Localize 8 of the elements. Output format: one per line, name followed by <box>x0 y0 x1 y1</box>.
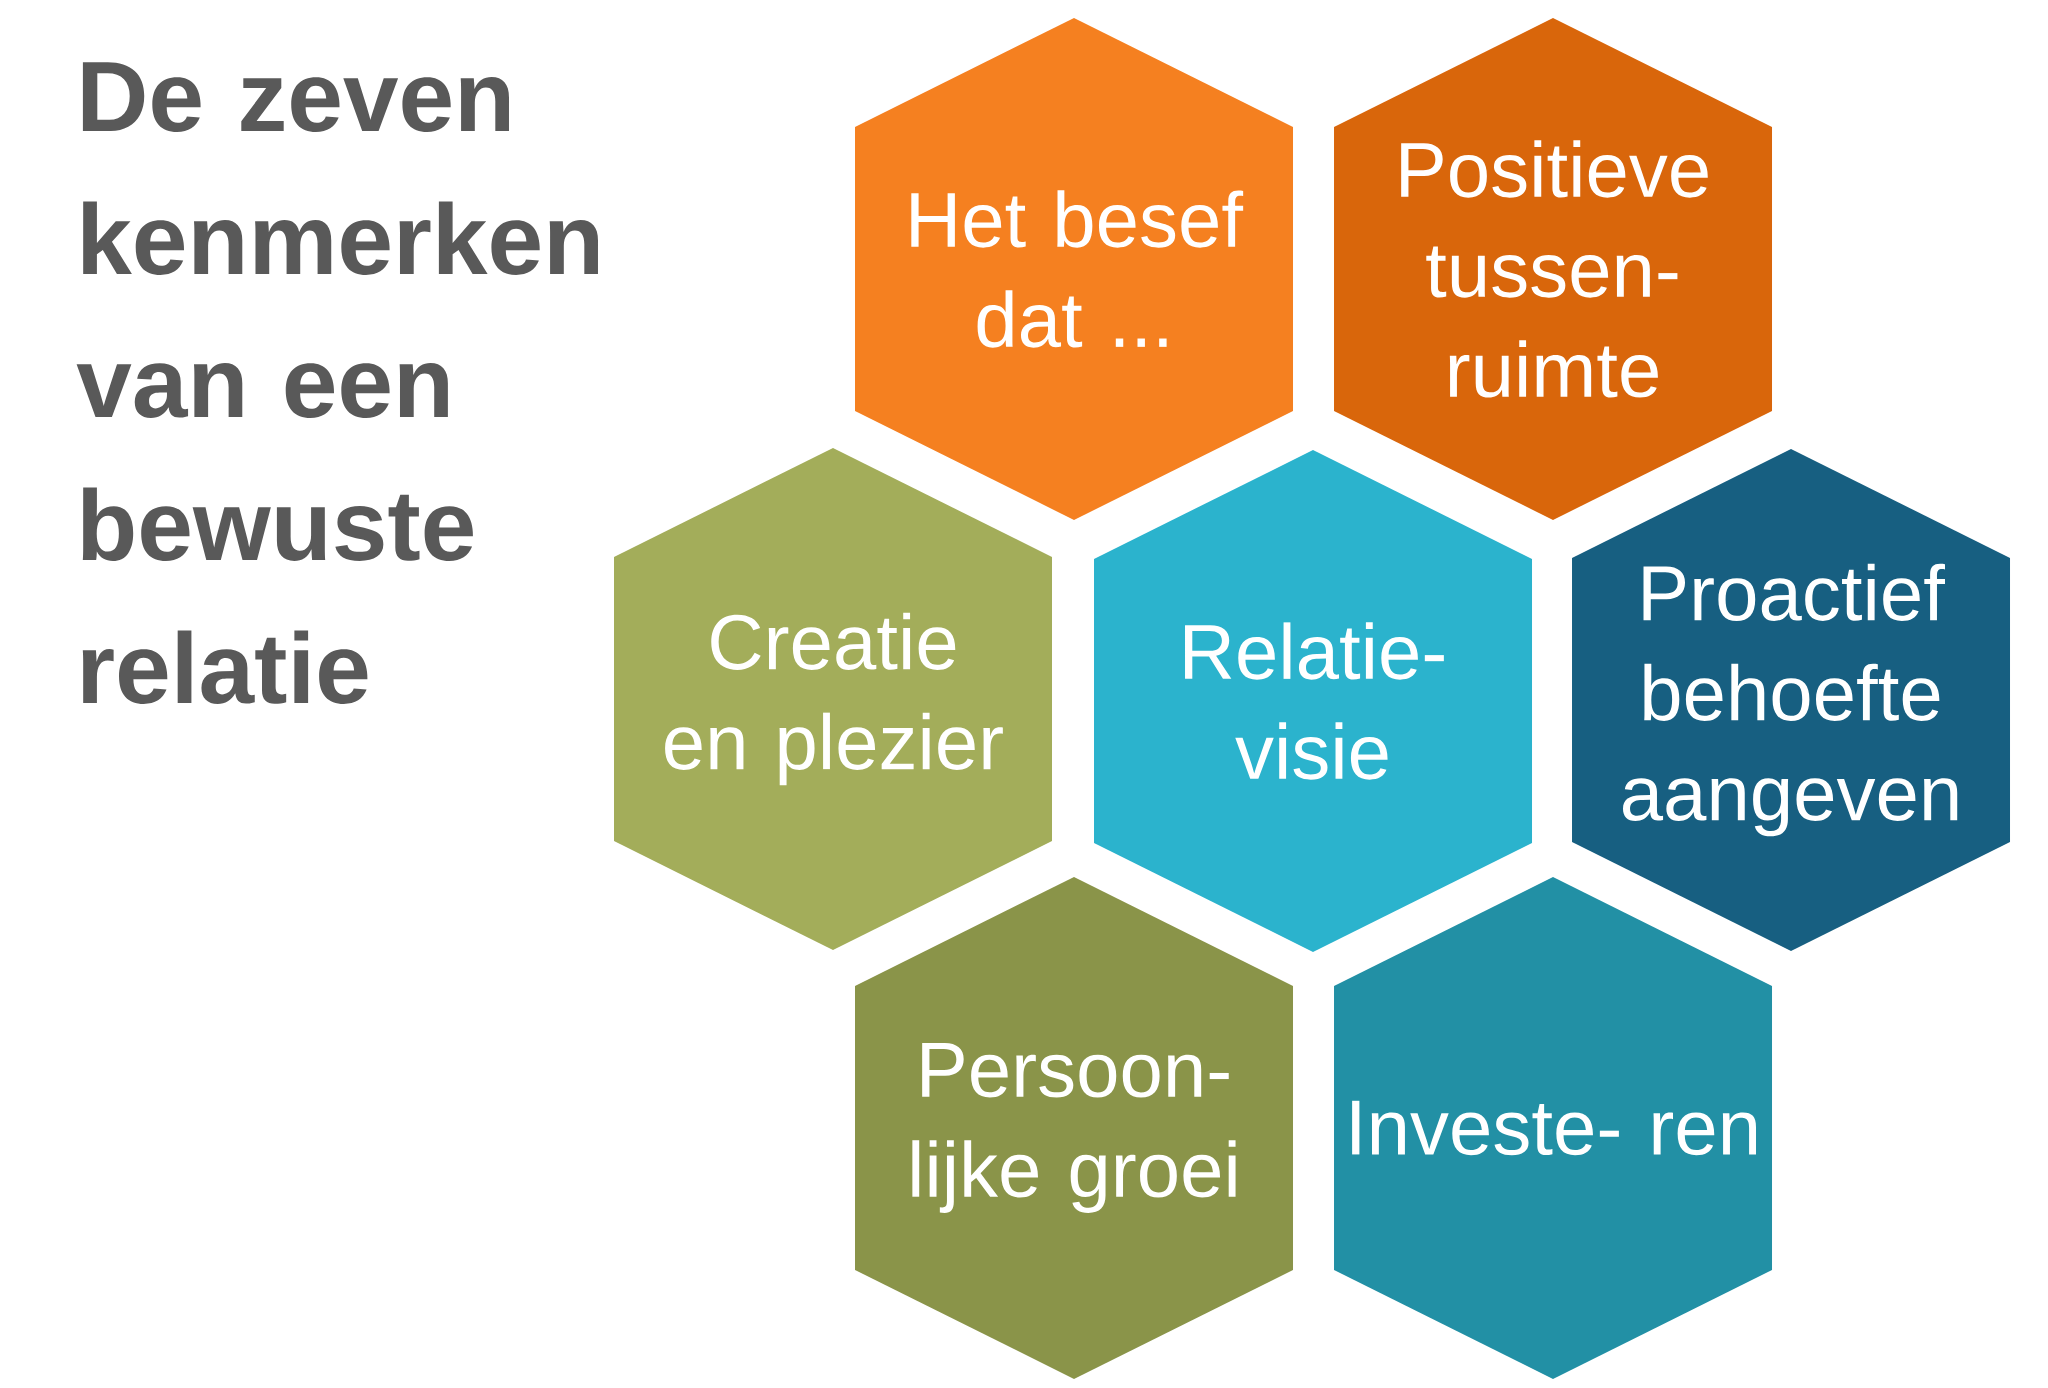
hexagon: Persoon- lijke groei <box>855 877 1293 1379</box>
hexagon: Investe- ren <box>1334 877 1772 1379</box>
hexagon: Positieve tussen- ruimte <box>1334 18 1772 520</box>
hexagon: Creatie en plezier <box>614 448 1052 950</box>
title: De zeven kenmerken van een bewuste relatie <box>76 62 598 704</box>
hexagon: Het besef dat ... <box>855 18 1293 520</box>
hexagon: Proactief behoefte aangeven <box>1572 449 2010 951</box>
hexagon: Relatie- visie <box>1094 450 1532 952</box>
